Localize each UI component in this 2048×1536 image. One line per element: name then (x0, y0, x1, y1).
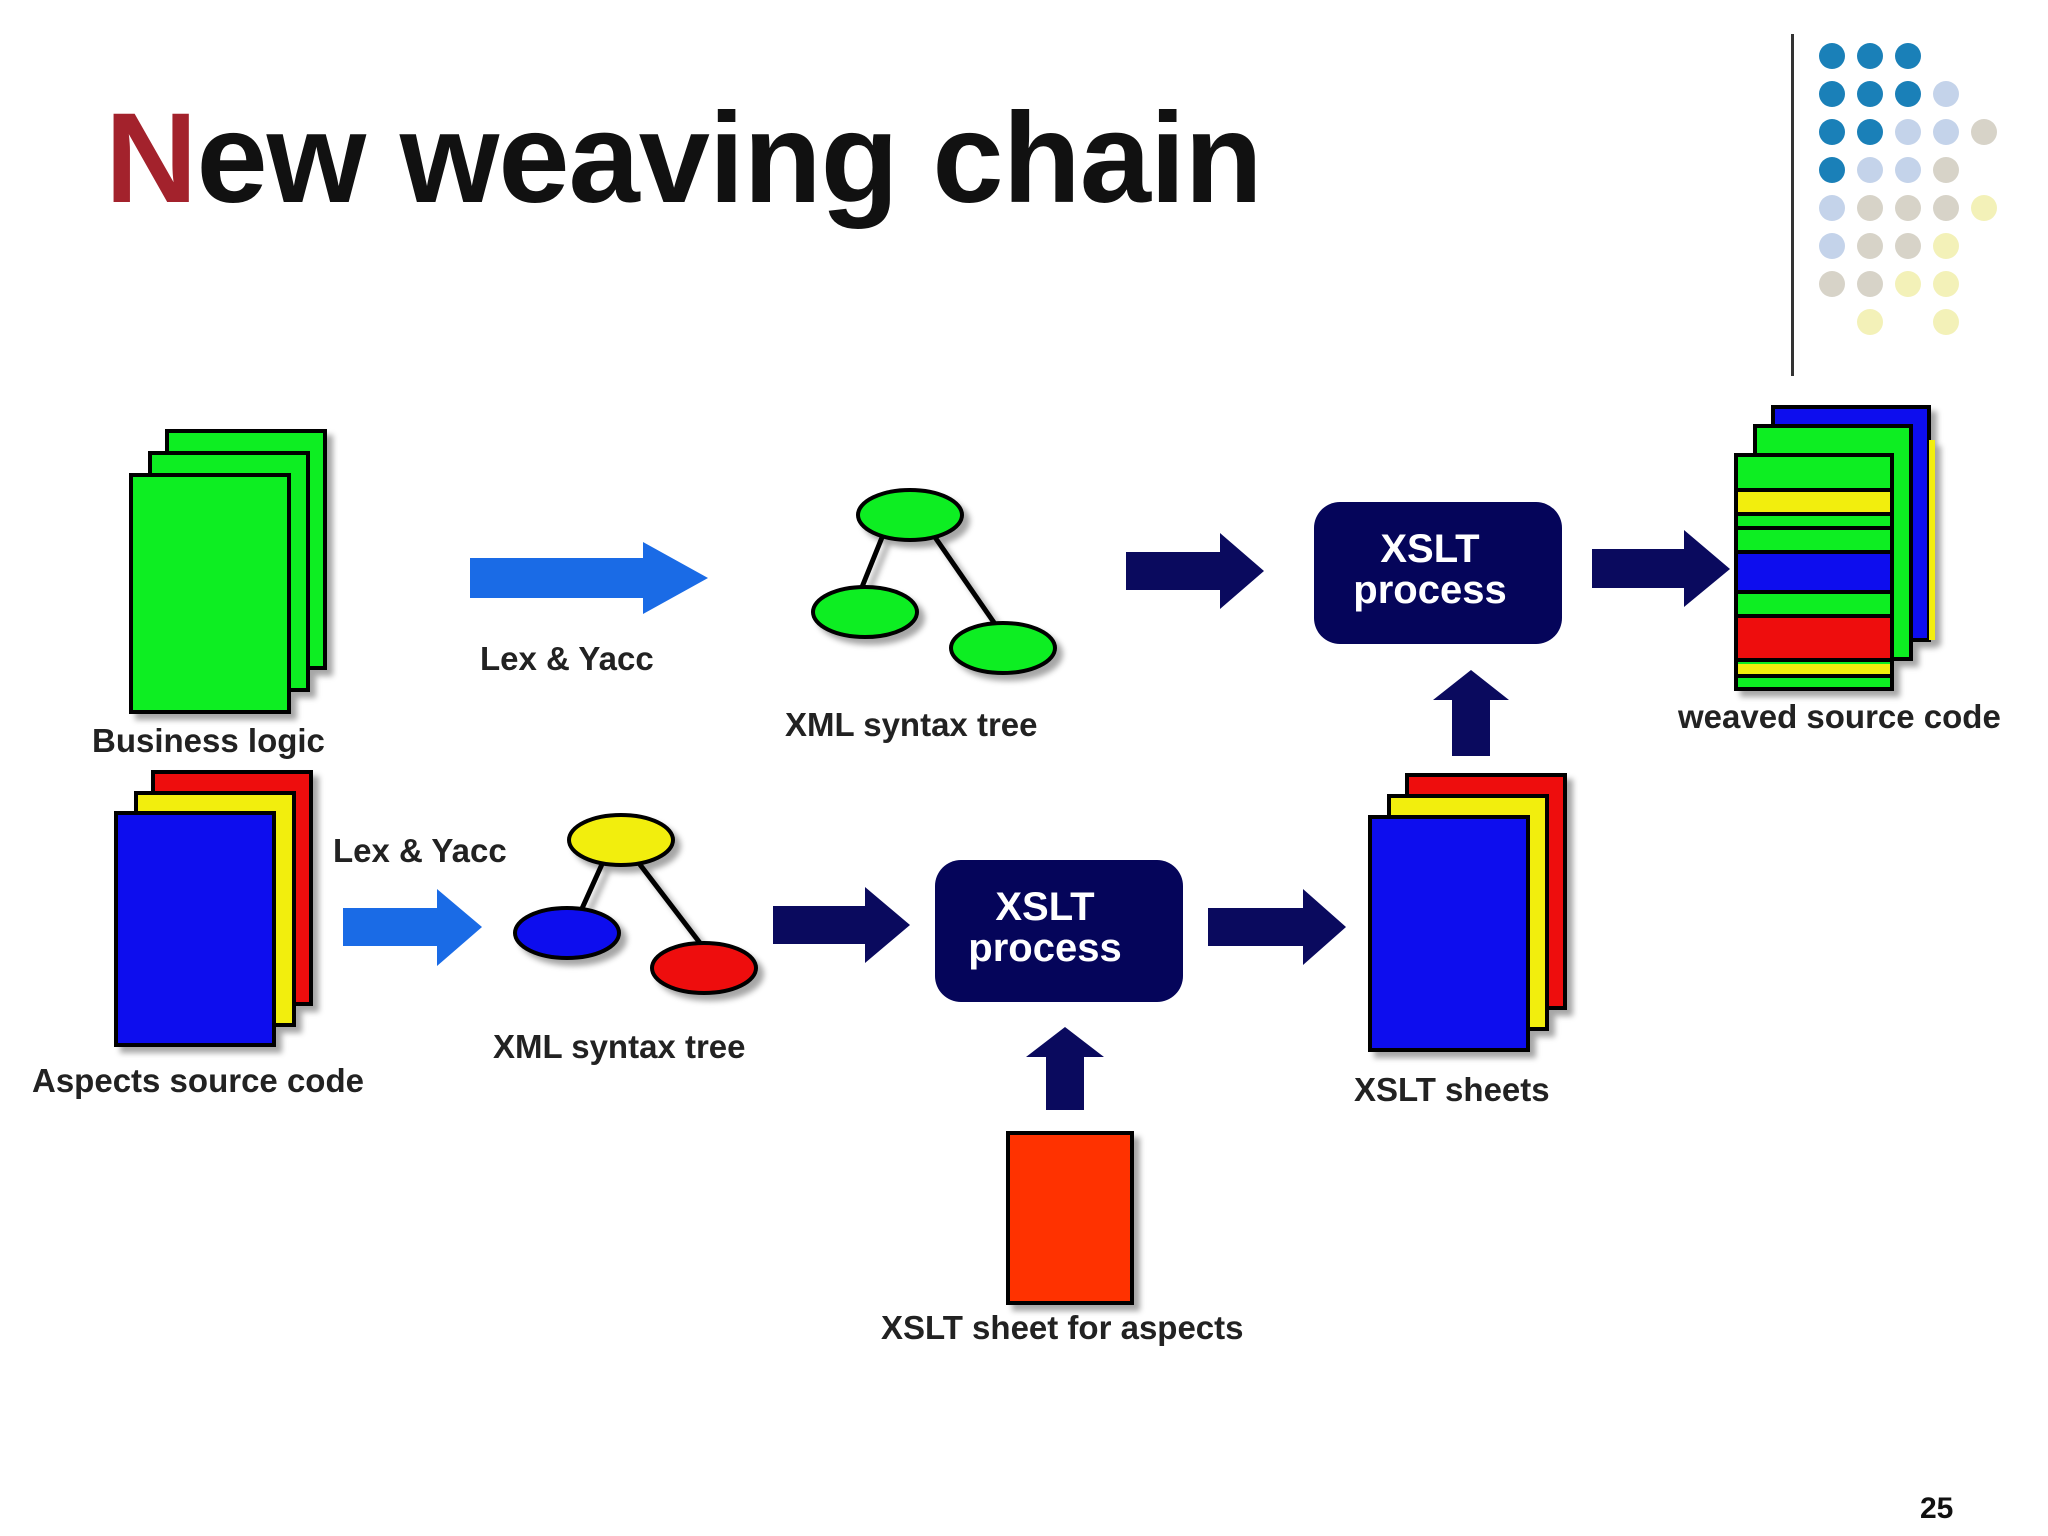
xml-tree-top (811, 488, 1057, 675)
aspects-source-docs (114, 770, 313, 1047)
decor-dot (1971, 119, 1997, 145)
lex-yacc-top-label: Lex & Yacc (480, 640, 654, 677)
decor-dot (1971, 195, 1997, 221)
decor-dot (1857, 233, 1883, 259)
decor-dot (1857, 119, 1883, 145)
business-logic-docs (129, 429, 327, 714)
weaved-source-docs (1734, 405, 1935, 691)
decor-divider-line (1791, 34, 1794, 376)
xslt-process-bottom-line1: XSLT (995, 885, 1094, 929)
decor-dot (1857, 157, 1883, 183)
arrow-lex-yacc-top (470, 542, 708, 614)
decor-dot (1933, 309, 1959, 335)
xml-tree-bottom (513, 813, 758, 995)
arrow-tree-to-xslt-bottom (773, 887, 910, 963)
decor-dot (1933, 195, 1959, 221)
slide-title: New weaving chain (105, 95, 1263, 223)
decor-dot (1819, 81, 1845, 107)
xslt-process-top-line1: XSLT (1380, 527, 1479, 571)
xslt-process-bottom-line2: process (968, 926, 1121, 970)
arrow-aspects-sheet-up (1026, 1027, 1104, 1110)
arrow-xslt-bottom-to-sheets (1208, 889, 1346, 965)
decor-dot (1857, 43, 1883, 69)
xslt-process-bottom-box: XSLT process (935, 860, 1183, 1002)
xslt-sheet-aspects-label: XSLT sheet for aspects (881, 1309, 1244, 1346)
decor-dot (1895, 157, 1921, 183)
decor-dot (1819, 119, 1845, 145)
weaved-source-label: weaved source code (1677, 698, 2001, 735)
decor-dot (1933, 271, 1959, 297)
decor-dot (1857, 81, 1883, 107)
xslt-sheet-aspects-doc (1006, 1131, 1134, 1305)
page-number: 25 (1920, 1492, 1954, 1525)
arrow-lex-yacc-bottom (343, 889, 482, 966)
xslt-process-top-line2: process (1353, 568, 1506, 612)
xslt-sheets-label: XSLT sheets (1354, 1071, 1550, 1108)
decor-dot (1819, 157, 1845, 183)
decor-dot (1895, 81, 1921, 107)
xslt-process-top-box: XSLT process (1314, 502, 1562, 644)
business-logic-label: Business logic (92, 722, 325, 759)
decor-dot (1895, 195, 1921, 221)
decor-dot (1819, 271, 1845, 297)
decor-dot (1895, 233, 1921, 259)
decor-dot (1933, 157, 1959, 183)
decor-dot (1933, 81, 1959, 107)
lex-yacc-bottom-label: Lex & Yacc (333, 832, 507, 869)
decor-dot (1933, 233, 1959, 259)
decor-dot (1895, 119, 1921, 145)
xml-tree-top-label: XML syntax tree (785, 706, 1038, 743)
decor-dot (1857, 271, 1883, 297)
slide-title-rest: ew weaving chain (196, 87, 1262, 230)
xml-tree-bottom-label: XML syntax tree (493, 1028, 746, 1065)
xslt-sheets-docs (1368, 773, 1567, 1052)
decor-dot (1895, 271, 1921, 297)
arrow-tree-to-xslt-top (1126, 533, 1264, 609)
decor-dot (1819, 43, 1845, 69)
aspects-source-label: Aspects source code (32, 1062, 364, 1099)
decor-dot (1895, 43, 1921, 69)
arrow-xslt-top-to-weaved (1592, 530, 1730, 607)
decor-dot (1857, 309, 1883, 335)
slide-title-initial: N (105, 87, 197, 230)
decor-dot (1819, 233, 1845, 259)
decor-dot (1857, 195, 1883, 221)
decor-dot (1933, 119, 1959, 145)
decor-dot (1819, 195, 1845, 221)
arrow-sheets-up (1433, 670, 1509, 756)
